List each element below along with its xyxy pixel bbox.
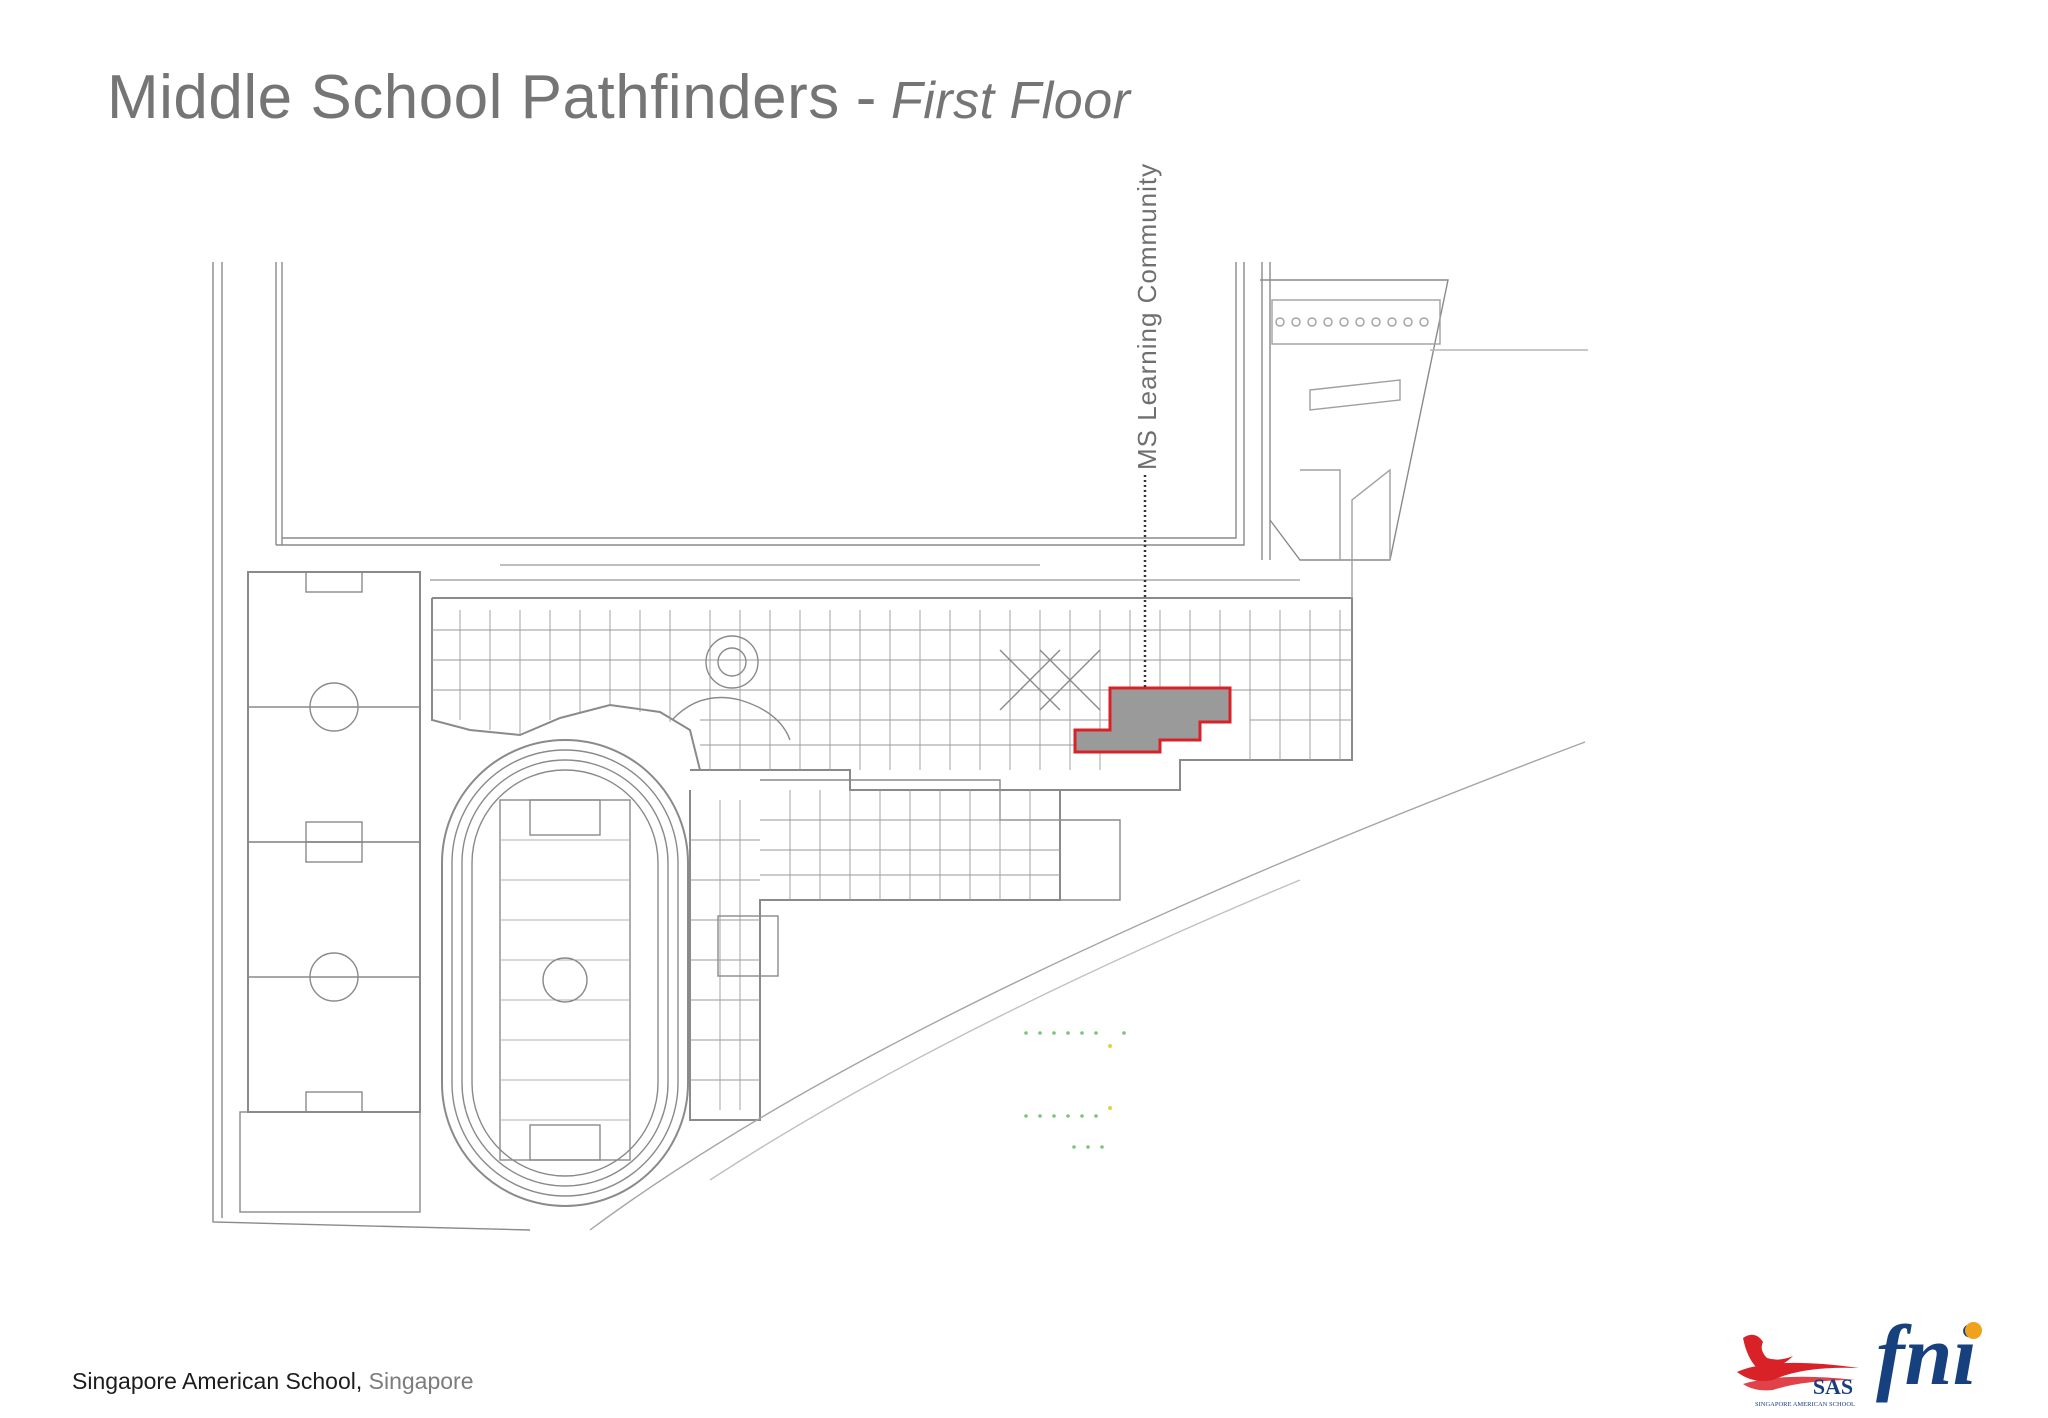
footer-location: Singapore [368,1368,474,1394]
running-track [441,739,689,1207]
ms-learning-community-zone [1073,686,1232,754]
title-main: Middle School Pathfinders [107,63,840,132]
footer-school: Singapore American School [72,1368,356,1394]
access-road [589,741,1586,1231]
title-subtitle: First Floor [890,72,1131,130]
east-site-boundary [1261,262,1271,560]
fni-logo: fni [1876,1312,1982,1398]
sas-logo-text: SAS [1813,1374,1853,1399]
rotunda [705,635,759,689]
gymnasium [717,915,779,977]
north-courtyard-wall [276,262,1245,546]
footer-credit: Singapore American School, Singapore [72,1368,474,1394]
title-separator: - [855,63,877,132]
sas-logo: SAS SINGAPORE AMERICAN SCHOOL [1737,1334,1859,1408]
main-building-north-wing [432,597,1353,791]
track-football-field [499,799,631,1161]
fni-logo-text: fni [1876,1307,1977,1403]
sas-logo-subtext: SINGAPORE AMERICAN SCHOOL [1755,1401,1855,1408]
fni-logo-dot [1965,1322,1982,1339]
ms-learning-community-label: MS Learning Community [1132,162,1162,470]
eagle-icon [1743,1334,1793,1369]
page-title: Middle School Pathfinders-First Floor [107,62,1130,133]
west-boundary [212,262,531,1231]
main-building-south-wing [689,790,1061,1121]
